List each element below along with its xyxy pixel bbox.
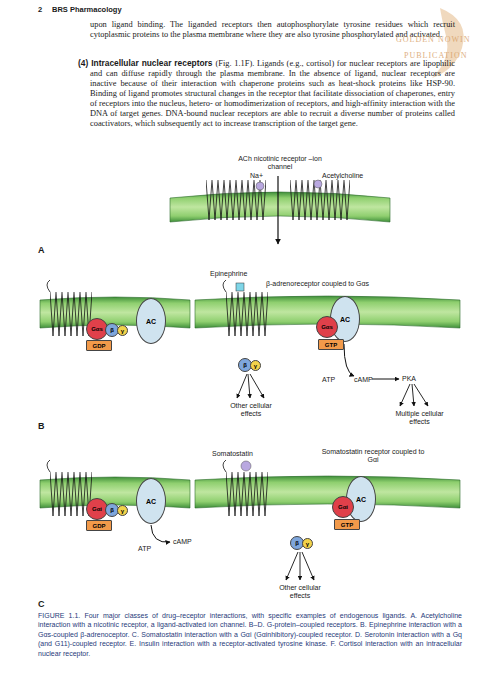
molecule-label: ATP <box>138 545 158 553</box>
node-text: γ <box>121 328 124 334</box>
acetylcholine-ligand <box>314 180 322 188</box>
ion-label: Na+ <box>250 172 270 180</box>
g-gamma-subunit: γ <box>250 360 261 371</box>
g-alpha-subunit: Gαi <box>332 496 354 518</box>
node-text: γ <box>254 363 257 369</box>
node-text: β <box>110 327 114 333</box>
ligand-label: Acetylcholine <box>322 172 382 180</box>
effect-arrow <box>302 552 314 580</box>
node-text: Gαi <box>338 504 348 510</box>
node-text: Gαi <box>92 506 102 512</box>
cell-membrane <box>170 192 390 222</box>
panel-letter: B <box>38 422 52 430</box>
effect-arrow <box>400 384 410 406</box>
node-text: AC <box>340 316 350 323</box>
reaction-arrow <box>344 344 354 376</box>
node-text: β <box>295 540 299 546</box>
g-gamma-subunit: γ <box>117 325 128 336</box>
node-text: β <box>110 507 114 513</box>
receptor-terminus <box>223 280 226 292</box>
page-number: 2 <box>38 6 52 14</box>
node-text: GDP <box>92 523 105 529</box>
receptor-label: ACh nicotinic receptor –ion channel <box>235 155 325 171</box>
g-gamma-subunit: γ <box>117 505 128 516</box>
gtp-box: GTP <box>318 339 344 350</box>
channel-helices <box>206 180 266 220</box>
effect-arrow <box>412 384 414 406</box>
node-text: γ <box>306 541 309 547</box>
node-text: AC <box>146 498 156 505</box>
receptor-terminus <box>223 460 226 472</box>
node-text: β <box>243 362 247 368</box>
node-text: AC <box>356 496 366 503</box>
ligand-label: Epinephrine <box>210 270 260 278</box>
body-text: (Fig. 1.1F). Ligands (e.g., cortisol) fo… <box>90 59 455 128</box>
epinephrine-ligand <box>236 283 244 291</box>
effect-label: Other cellular effects <box>275 584 325 600</box>
molecule-label: PKA <box>402 375 424 383</box>
node-text: AC <box>146 318 156 325</box>
reaction-arrow <box>372 379 399 380</box>
effect-arrow <box>250 374 264 398</box>
somatostatin-ligand <box>241 461 251 471</box>
watermark: GOLDEN NOWIN <box>396 36 496 44</box>
adenylyl-cyclase: AC <box>136 298 166 344</box>
list-number: (4) <box>78 58 88 68</box>
gpcr-helices <box>226 472 268 516</box>
molecule-label: cAMP <box>173 538 195 546</box>
node-text: Gαs <box>91 326 103 332</box>
g-alpha-subunit: Gαs <box>316 316 338 338</box>
paragraph: (4)Intracellular nuclear receptors(Fig. … <box>90 58 455 129</box>
effect-arrow <box>248 374 250 398</box>
gpcr-helices <box>226 292 268 336</box>
molecule-label: cAMP <box>354 376 376 384</box>
receptor-label: Somatostatin receptor coupled to Gαi <box>318 448 428 464</box>
gdp-box: GDP <box>86 340 112 351</box>
ion-flow-arrow <box>277 176 278 244</box>
panel-letter: A <box>38 246 52 254</box>
effect-arrow <box>286 552 298 580</box>
receptor-terminus <box>47 460 50 472</box>
panel-letter: C <box>38 600 52 608</box>
molecule-label: ATP <box>322 376 342 384</box>
effect-label: Multiple cellular effects <box>392 410 447 426</box>
effect-arrow <box>300 552 301 580</box>
effect-arrow <box>237 374 247 398</box>
acetylcholine-ligand <box>256 182 264 190</box>
watermark: PUBLICATION <box>404 52 500 60</box>
channel-helices <box>290 180 350 220</box>
effect-arrow <box>414 384 428 406</box>
running-head: BRS Pharmacology <box>52 6 172 14</box>
section-heading: Intracellular nuclear receptors <box>91 58 212 68</box>
node-text: Gαs <box>321 324 333 330</box>
gdp-box: GDP <box>86 520 112 531</box>
node-text: γ <box>121 508 124 514</box>
node-text: GTP <box>341 522 353 528</box>
figure-caption: FIGURE 1.1. Four major classes of drug–r… <box>38 611 462 658</box>
receptor-label: β-adrenoreceptor coupled to Gαs <box>266 280 406 288</box>
node-text: GDP <box>92 343 105 349</box>
effect-label: Other cellular effects <box>226 402 276 418</box>
reaction-arrow <box>151 525 170 542</box>
adenylyl-cyclase: AC <box>136 478 166 524</box>
node-text: GTP <box>325 342 337 348</box>
receptor-terminus <box>47 280 50 292</box>
gtp-box: GTP <box>334 519 360 530</box>
ligand-label: Somatostatin <box>212 450 267 458</box>
g-gamma-subunit: γ <box>302 538 313 549</box>
